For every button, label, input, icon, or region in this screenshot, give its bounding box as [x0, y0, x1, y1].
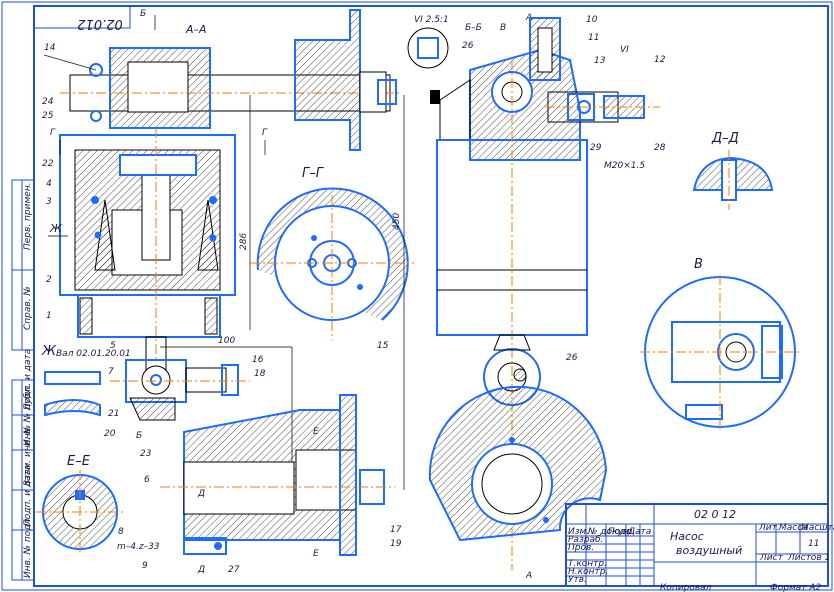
stamp-3: Подп. и дата: [23, 349, 33, 410]
balloon-7: 7: [108, 367, 114, 377]
stamp-4: Инв. № дубл.: [23, 384, 33, 446]
title-name-2: воздушный: [676, 544, 742, 557]
balloon-12: 12: [654, 55, 666, 65]
col-sign: Подп.: [608, 527, 635, 537]
row-izm: Изм.: [568, 527, 589, 537]
cut-b-top: Б: [140, 9, 146, 19]
dim-m20: M20×1.5: [604, 161, 645, 171]
stamp-6: Подп. и дата: [23, 465, 33, 526]
label-zh-note: Вал 02.01.20.01: [56, 349, 131, 359]
cut-e-bot: Е: [313, 549, 319, 559]
balloon-14: 14: [44, 43, 56, 53]
balloon-19: 19: [390, 539, 402, 549]
section-gg-view: Г–Г 450: [250, 95, 414, 490]
title-name-1: Насос: [670, 530, 704, 543]
col-date: Дата: [627, 527, 651, 537]
balloon-23: 23: [140, 449, 152, 459]
section-dd-view: Д–Д: [692, 131, 774, 210]
balloon-8: 8: [118, 527, 124, 537]
balloon-22: 22: [42, 159, 54, 169]
balloon-4: 4: [46, 179, 52, 189]
sheets-label: Листов 1: [787, 553, 830, 563]
row-prov: Пров.: [568, 543, 594, 553]
label-detail: VI 2.5:1: [414, 15, 449, 25]
label-dd: Д–Д: [711, 131, 739, 146]
col-scale: Масштаб: [801, 523, 834, 533]
scale-value: 11: [808, 539, 819, 549]
side-stamps: Перв. примен. Справ. № Подп. и дата Инв.…: [23, 182, 33, 578]
cut-b-bot: Б: [136, 431, 142, 441]
dim-286: 286: [239, 233, 249, 250]
balloon-25: 25: [42, 111, 54, 121]
balloon-29: 29: [590, 143, 602, 153]
balloon-20: 20: [104, 429, 116, 439]
stamp-2: Справ. №: [23, 286, 33, 330]
cut-g-left: Г: [50, 128, 56, 138]
balloon-9: 9: [142, 561, 148, 571]
sheet-label: Лист: [759, 553, 784, 563]
dim-vi: VI: [620, 45, 629, 55]
stamp-1: Перв. примен.: [23, 182, 33, 250]
section-bb-view: VI 2.5:1 Б–Б В А А M2: [407, 13, 660, 581]
label-bb: Б–Б: [465, 23, 482, 33]
label-v: В: [694, 257, 703, 272]
view-zh: Ж Вал 02.01.20.01: [41, 344, 131, 417]
cut-zh-arrow: Ж: [49, 222, 63, 235]
balloon-27: 27: [228, 565, 240, 575]
cut-e-top: Е: [313, 427, 319, 437]
row-utv: Утв.: [568, 575, 587, 585]
col-mass: Масса: [779, 523, 808, 533]
col-lit: Лит.: [758, 523, 780, 533]
dim-450: 450: [392, 213, 402, 230]
balloon-18: 18: [254, 369, 266, 379]
col-doc: № докум.: [587, 527, 632, 537]
balloon-10: 10: [586, 15, 598, 25]
dim-100: 100: [218, 336, 235, 346]
label-ee: Е–Е: [67, 454, 91, 469]
cut-v: В: [500, 23, 506, 33]
section-aa-view: А–А Б Г Г: [48, 9, 400, 388]
balloon-3: 3: [46, 197, 52, 207]
label-zh: Ж: [41, 344, 57, 359]
balloon-5: 5: [110, 341, 116, 351]
balloon-6: 6: [144, 475, 150, 485]
balloon-17: 17: [390, 525, 402, 535]
cut-a-top: А: [525, 13, 532, 23]
balloon-21: 21: [108, 409, 119, 419]
balloon-13: 13: [594, 56, 606, 66]
label-aa: А–А: [185, 23, 207, 36]
dim-spline: m–4.z–33: [117, 542, 160, 552]
balloon-labels: 14 24 25 22 4 3 2 1 5 7 21 20 23 6 8 9 2…: [42, 15, 666, 575]
cut-a-bot: А: [525, 571, 532, 581]
cut-g-right: Г: [262, 128, 268, 138]
valve-assembly-view: 100 Е Е Б Д Д: [110, 336, 395, 575]
title-code: 02 0 12: [694, 508, 736, 521]
balloon-1: 1: [46, 311, 52, 321]
balloon-15: 15: [377, 341, 389, 351]
balloon-28: 28: [654, 143, 666, 153]
row-nkontr: Н.контр.: [568, 567, 608, 577]
balloon-2: 2: [46, 275, 52, 285]
section-ee-view: Е–Е m–4.z–33: [36, 454, 160, 554]
balloon-11: 11: [588, 33, 599, 43]
title-block: 02 0 12 Насос воздушный Лит. Масса Масшт…: [565, 503, 834, 592]
format-label: Формат А2: [770, 583, 822, 592]
label-gg: Г–Г: [302, 166, 325, 181]
drawing-code-rotated: 02.012: [77, 16, 123, 31]
balloon-26b: 26: [566, 353, 578, 363]
stamp-7: Инв. № подл.: [23, 516, 33, 578]
cut-d-bot: Д: [197, 565, 205, 575]
stamp-5: Взам. инв. №: [23, 425, 33, 486]
balloon-24: 24: [42, 97, 54, 107]
view-v: В: [640, 257, 800, 430]
cut-d-top: Д: [197, 489, 205, 499]
row-razrab: Разраб.: [568, 535, 603, 545]
row-tkontr: Т.контр.: [568, 559, 607, 569]
balloon-26a: 26: [462, 41, 474, 51]
balloon-16: 16: [252, 355, 264, 365]
copied-label: Копировал: [660, 583, 712, 592]
